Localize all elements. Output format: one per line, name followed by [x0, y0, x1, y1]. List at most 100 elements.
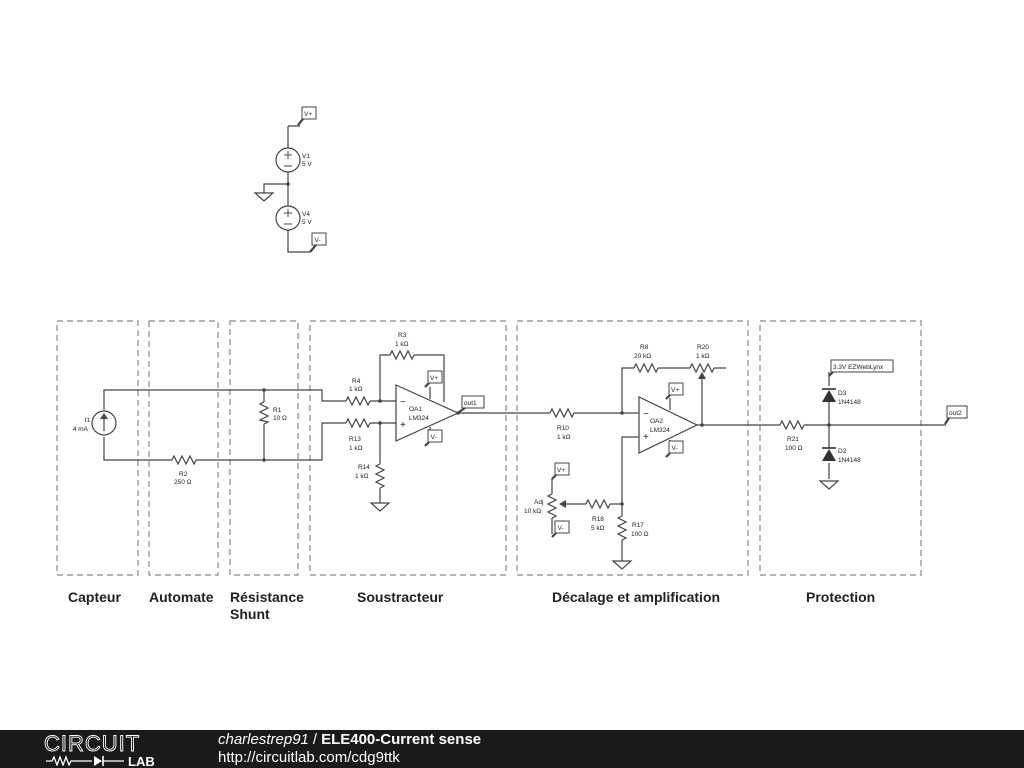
svg-text:OA2: OA2: [650, 418, 663, 425]
svg-text:LM324: LM324: [409, 415, 429, 422]
box-capteur: [56, 320, 139, 576]
protection-stage: R21 100 Ω 3.3V EZWebLynx D3 1N4148 D2 1N…: [779, 359, 968, 490]
r3-resistor: R3 1 kΩ: [389, 332, 415, 361]
ground-symbol: [369, 502, 391, 512]
svg-text:V4: V4: [302, 211, 310, 218]
svg-text:out2: out2: [949, 410, 962, 417]
section-title-protection: Protection: [806, 589, 875, 605]
supply-block: V+ V1 5 V V4 5 V V-: [253, 106, 327, 253]
svg-text:−: −: [400, 397, 406, 408]
out2-label: out2: [944, 405, 968, 425]
svg-text:+: +: [400, 420, 406, 431]
d3-diode: D3 1N4148: [822, 388, 861, 406]
ground-symbol: [253, 192, 275, 202]
svg-text:−: −: [643, 409, 649, 420]
oa2-opamp: − + OA2 LM324 V+ V-: [638, 382, 699, 458]
svg-text:V-: V-: [672, 445, 678, 452]
svg-text:10 kΩ: 10 kΩ: [524, 508, 541, 515]
svg-text:V+: V+: [430, 375, 438, 382]
section-boxes: [56, 320, 922, 576]
svg-text:Adj: Adj: [534, 499, 543, 506]
svg-text:V-: V-: [558, 525, 564, 532]
svg-text:1 kΩ: 1 kΩ: [395, 341, 409, 348]
circuit-title: charlestrep91/ELE400-Current sense: [218, 731, 481, 748]
svg-text:R1: R1: [273, 407, 282, 414]
section-title-automate: Automate: [149, 589, 214, 605]
svg-text:R20: R20: [697, 344, 709, 351]
svg-text:5 V: 5 V: [302, 161, 312, 168]
svg-text:V-: V-: [315, 237, 321, 244]
svg-text:R13: R13: [349, 436, 361, 443]
box-shunt: [229, 320, 299, 576]
svg-text:R14: R14: [358, 464, 370, 471]
r2-resistor: R2 250 Ω: [171, 454, 197, 486]
svg-text:R10: R10: [557, 425, 569, 432]
svg-text:V+: V+: [557, 467, 565, 474]
circuitlab-logo[interactable]: CIRCUIT LAB: [44, 732, 184, 766]
r1-resistor: R1 10 Ω: [258, 401, 287, 425]
svg-text:10 Ω: 10 Ω: [273, 415, 287, 422]
r21-resistor: R21 100 Ω: [779, 419, 805, 452]
svg-text:5 V: 5 V: [302, 219, 312, 226]
section-titles: Capteur Automate Résistance Shunt Soustr…: [68, 589, 875, 622]
subtractor-stage: R4 1 kΩ R13 1 kΩ R3 1 kΩ R14 1 kΩ − +: [345, 332, 520, 512]
svg-text:OA1: OA1: [409, 406, 422, 413]
box-decalage: [516, 320, 749, 576]
r17-resistor: R17 100 Ω: [616, 515, 649, 541]
sensor-loop: I1 4 mA R2 250 Ω R1 10 Ω: [73, 388, 346, 486]
svg-text:R8: R8: [640, 344, 649, 351]
circuit-name[interactable]: ELE400-Current sense: [321, 731, 482, 748]
svg-text:100 Ω: 100 Ω: [631, 531, 649, 538]
svg-text:out1: out1: [464, 400, 477, 407]
adj-potentiometer: Adj 10 kΩ V+ V-: [524, 462, 586, 538]
schematic-canvas: V+ V1 5 V V4 5 V V-: [56, 106, 968, 622]
ground-symbol: [611, 560, 633, 570]
section-title-shunt: Résistance: [230, 589, 304, 605]
author-link[interactable]: charlestrep91: [218, 731, 309, 748]
i1-current-source: I1 4 mA: [73, 410, 117, 436]
svg-text:V+: V+: [671, 387, 679, 394]
r4-resistor: R4 1 kΩ: [345, 378, 371, 407]
section-title-shunt-2: Shunt: [230, 606, 270, 622]
svg-text:20 kΩ: 20 kΩ: [634, 353, 651, 360]
vminus-supply-label: V-: [309, 232, 327, 253]
oa1-opamp: − + OA1 LM324 V+ V-: [395, 370, 460, 447]
svg-text:5 kΩ: 5 kΩ: [591, 525, 605, 532]
svg-text:1 kΩ: 1 kΩ: [696, 353, 710, 360]
v4-source: V4 5 V: [275, 205, 312, 231]
svg-text:4 mA: 4 mA: [73, 426, 89, 433]
svg-text:R4: R4: [352, 378, 361, 385]
svg-text:100 Ω: 100 Ω: [785, 445, 803, 452]
svg-text:3.3V EZWebLynx: 3.3V EZWebLynx: [833, 364, 884, 371]
svg-text:R17: R17: [632, 522, 644, 529]
svg-text:LM324: LM324: [650, 427, 670, 434]
footer-bar: CIRCUIT LAB charlestrep91/ELE400-Current…: [0, 730, 1024, 768]
circuit-url-link[interactable]: http://circuitlab.com/cdg9ttk: [218, 749, 400, 766]
title-separator: /: [312, 731, 318, 748]
offset-amp-stage: R10 1 kΩ R8 20 kΩ R20 1 kΩ − + OA2 LM324…: [520, 344, 780, 570]
ezweblynx-label: 3.3V EZWebLynx: [828, 359, 894, 377]
svg-text:R3: R3: [398, 332, 407, 339]
section-title-decalage: Décalage et amplification: [552, 589, 720, 605]
ground-symbol: [818, 480, 840, 490]
svg-text:1 kΩ: 1 kΩ: [349, 386, 363, 393]
svg-text:1N4148: 1N4148: [838, 399, 861, 406]
r13-resistor: R13 1 kΩ: [345, 417, 371, 452]
svg-text:+: +: [643, 432, 649, 443]
out1-label: out1: [458, 395, 485, 413]
svg-text:1 kΩ: 1 kΩ: [349, 445, 363, 452]
svg-text:LAB: LAB: [128, 754, 155, 766]
r18-resistor: R18 5 kΩ: [585, 498, 611, 532]
box-soustracteur: [309, 320, 507, 576]
svg-text:250 Ω: 250 Ω: [174, 479, 192, 486]
svg-text:1N4148: 1N4148: [838, 457, 861, 464]
svg-text:R21: R21: [787, 436, 799, 443]
v1-source: V1 5 V: [275, 147, 312, 173]
svg-text:R18: R18: [592, 516, 604, 523]
svg-text:V1: V1: [302, 153, 310, 160]
d2-diode: D2 1N4148: [822, 447, 861, 464]
svg-text:V-: V-: [431, 434, 437, 441]
r20-potentiometer: R20 1 kΩ: [689, 344, 715, 425]
r10-resistor: R10 1 kΩ: [549, 407, 575, 441]
svg-text:I1: I1: [85, 417, 91, 424]
